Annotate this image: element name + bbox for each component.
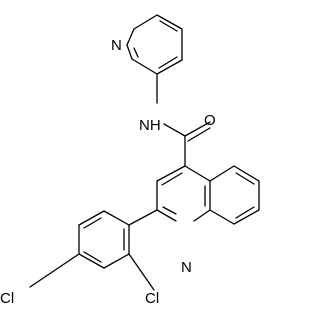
chlorine-label-para: Cl [0,290,14,307]
aryl-linkage [128,209,158,226]
quinoline-nitrogen-label: N [181,259,192,276]
pyridine-nitrogen-label: N [111,37,122,54]
pyridine-ring [126,14,183,75]
quinoline-ring [156,165,260,225]
amide-linkage [156,73,211,167]
dichlorophenyl-ring [29,210,155,291]
chlorine-label-ortho: Cl [145,290,159,307]
carbonyl-oxygen-label: O [204,112,216,129]
amide-nh-label: NH [139,117,161,134]
chemical-structure: N NH O N Cl Cl [0,14,260,307]
